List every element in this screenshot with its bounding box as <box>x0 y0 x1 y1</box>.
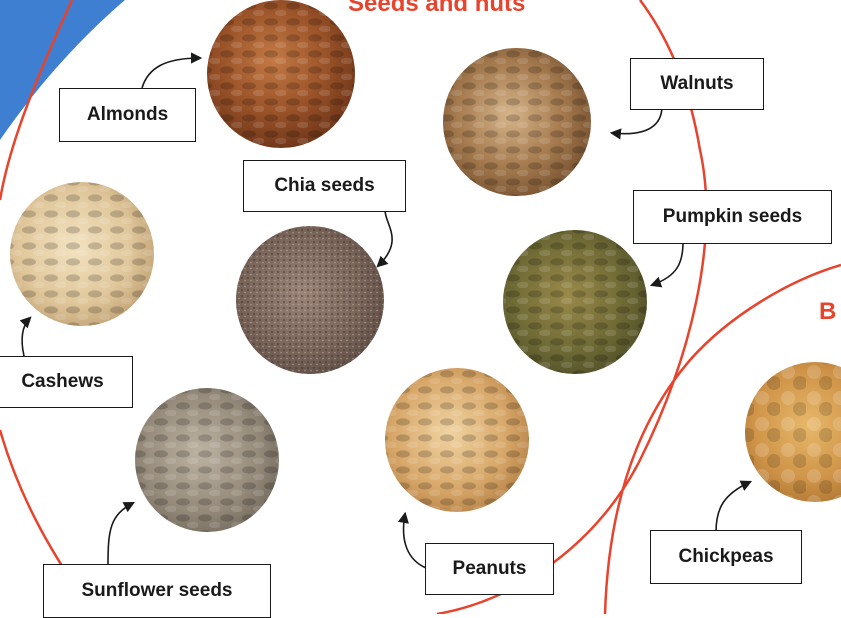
peanuts-label: Peanuts <box>425 543 554 595</box>
pumpkin-seeds-photo <box>503 230 647 374</box>
cashews-arrow <box>22 318 30 356</box>
seeds-nuts-title: Seeds and nuts <box>348 0 525 18</box>
sunflower-seeds-arrow <box>108 503 133 565</box>
walnuts-label: Walnuts <box>630 58 764 110</box>
pumpkin-seeds-arrow <box>652 242 683 285</box>
partial-section-title: B <box>819 298 836 326</box>
peanuts-arrow <box>404 514 426 568</box>
sunflower-seeds-photo <box>135 388 279 532</box>
chia-seeds-label: Chia seeds <box>243 160 406 212</box>
chickpeas-arrow <box>716 482 750 532</box>
peanuts-photo <box>385 368 529 512</box>
chia-seeds-arrow <box>378 210 392 266</box>
cashews-photo <box>10 182 154 326</box>
chickpeas-photo <box>745 362 841 502</box>
pumpkin-seeds-label: Pumpkin seeds <box>633 190 832 244</box>
sunflower-seeds-label: Sunflower seeds <box>43 564 271 618</box>
chia-seeds-photo <box>236 226 384 374</box>
walnuts-arrow <box>612 106 662 134</box>
cashews-label: Cashews <box>0 356 133 408</box>
chickpeas-label: Chickpeas <box>650 530 802 584</box>
almonds-arrow <box>142 58 200 88</box>
almonds-photo <box>207 0 355 148</box>
almonds-label: Almonds <box>59 88 196 142</box>
walnuts-photo <box>443 48 591 196</box>
